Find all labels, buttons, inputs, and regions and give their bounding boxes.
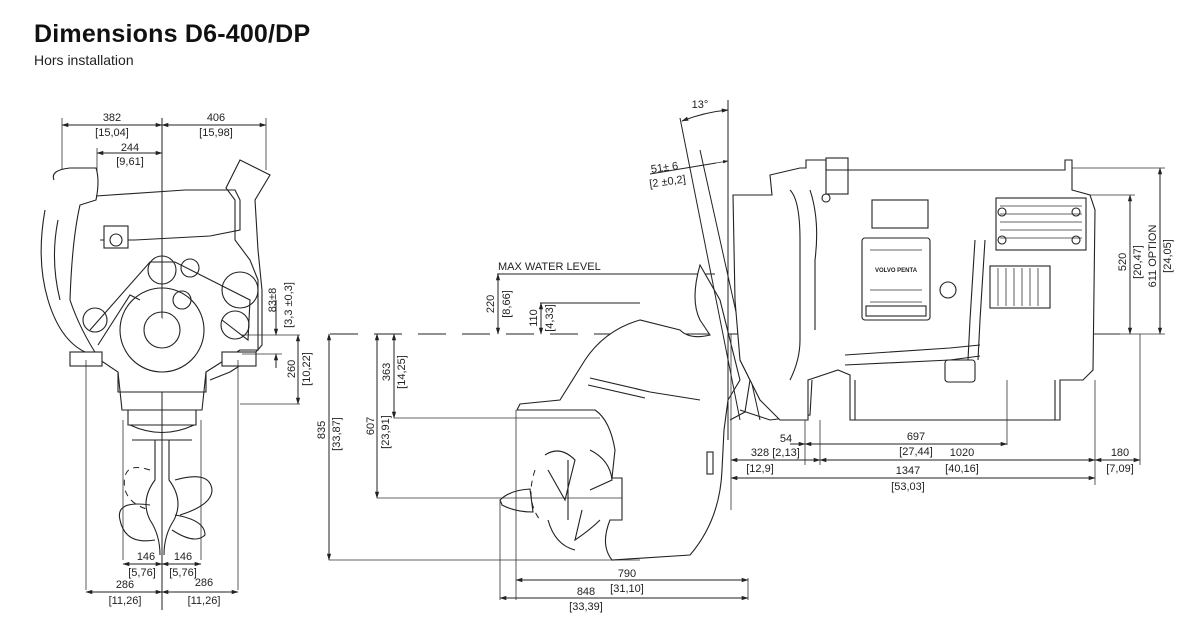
dim-54-mm: 54 [780, 433, 792, 445]
dim-406-in: [15,98] [199, 127, 233, 139]
dim-286-right-mm: 286 [195, 577, 213, 589]
dim-611-mm: 611 OPTION [1147, 225, 1159, 288]
dim-180-in: [7,09] [1106, 463, 1134, 475]
intercooler [995, 197, 1087, 251]
dim-110-in: [4,33] [544, 304, 556, 332]
dim-286-right-in: [11,26] [188, 595, 221, 607]
dim-382-mm: 382 [103, 112, 121, 124]
dim-790-in: [31,10] [610, 583, 644, 595]
dim-363-in: [14,25] [396, 355, 408, 389]
page-subtitle: Hors installation [34, 52, 134, 68]
dim-835-in: [33,87] [331, 417, 343, 451]
transom-line [679, 117, 741, 421]
flywheel-housing [119, 287, 205, 373]
dim-607-mm: 607 [365, 417, 377, 435]
dim-146-left-mm: 146 [137, 551, 155, 563]
dim-286-left-mm: 286 [116, 579, 134, 591]
dim-697-in: [27,44] [899, 446, 933, 458]
dim-54-in: [2,13] [772, 447, 800, 459]
dim-146-right-mm: 146 [174, 551, 192, 563]
dim-697-mm: 697 [907, 431, 925, 443]
prop-blade-left-upper [123, 467, 151, 511]
dim-146-right-in: [5,76] [169, 567, 197, 579]
dim-1347-in: [53,03] [891, 481, 925, 493]
dim-611-in: [24,05] [1162, 239, 1174, 273]
dim-363-mm: 363 [381, 363, 393, 381]
dim-406-mm: 406 [207, 112, 225, 124]
brand-plate: VOLVO PENTA [875, 268, 918, 274]
dim-220-in: [8,66] [501, 290, 513, 318]
dim-244-mm: 244 [121, 142, 139, 154]
dim-244-in: [9,61] [116, 156, 144, 168]
prop-hub-cone [499, 488, 534, 513]
dim-260-mm: 260 [286, 360, 298, 378]
dim-520-in: [20,47] [1132, 245, 1144, 279]
crankshaft-pulley [143, 311, 181, 349]
engine-cover-plate [861, 237, 931, 321]
front-pulley-box [103, 225, 129, 249]
page-title: Dimensions D6-400/DP [34, 20, 311, 48]
dim-1347-mm: 1347 [896, 465, 920, 477]
dim-328-mm: 328 [751, 447, 769, 459]
max-water-level-label: MAX WATER LEVEL [498, 261, 601, 273]
heat-exchanger [989, 265, 1051, 309]
dim-848-mm: 848 [577, 586, 595, 598]
intercooler-fins [1000, 205, 1082, 239]
dim-382-in: [15,04] [95, 127, 129, 139]
dim-110-mm: 110 [528, 309, 540, 327]
dim-260-in: [10,22] [301, 352, 313, 386]
side-view: VOLVO PENTA [316, 99, 1174, 613]
dim-83-mm: 83±8 [267, 288, 279, 312]
tilt-angle-arc [681, 108, 729, 122]
dim-286-left-in: [11,26] [109, 595, 142, 607]
dim-1020-in: [40,16] [945, 463, 979, 475]
dim-146-left-in: [5,76] [128, 567, 156, 579]
dim-520-mm: 520 [1117, 253, 1129, 271]
dim-51-mm: 51± 6 [650, 160, 679, 176]
dim-83-in: [3,3 ±0,3] [283, 282, 295, 328]
dim-13-deg: 13° [692, 99, 709, 111]
dim-328-in: [12,9] [746, 463, 774, 475]
dim-835-mm: 835 [316, 421, 328, 439]
dim-607-in: [23,91] [380, 415, 392, 449]
dim-220-mm: 220 [485, 295, 497, 313]
dim-1020-mm: 1020 [950, 447, 974, 459]
sterndrive-leg [516, 263, 741, 561]
dim-790-mm: 790 [618, 568, 636, 580]
dim-180-mm: 180 [1111, 447, 1129, 459]
dim-51-in: [2 ±0,2] [649, 174, 687, 191]
front-view: 382 [15,04] 406 [15,98] 244 [9,61] 83±8 … [40, 112, 313, 610]
dim-848-in: [33,39] [569, 601, 603, 613]
